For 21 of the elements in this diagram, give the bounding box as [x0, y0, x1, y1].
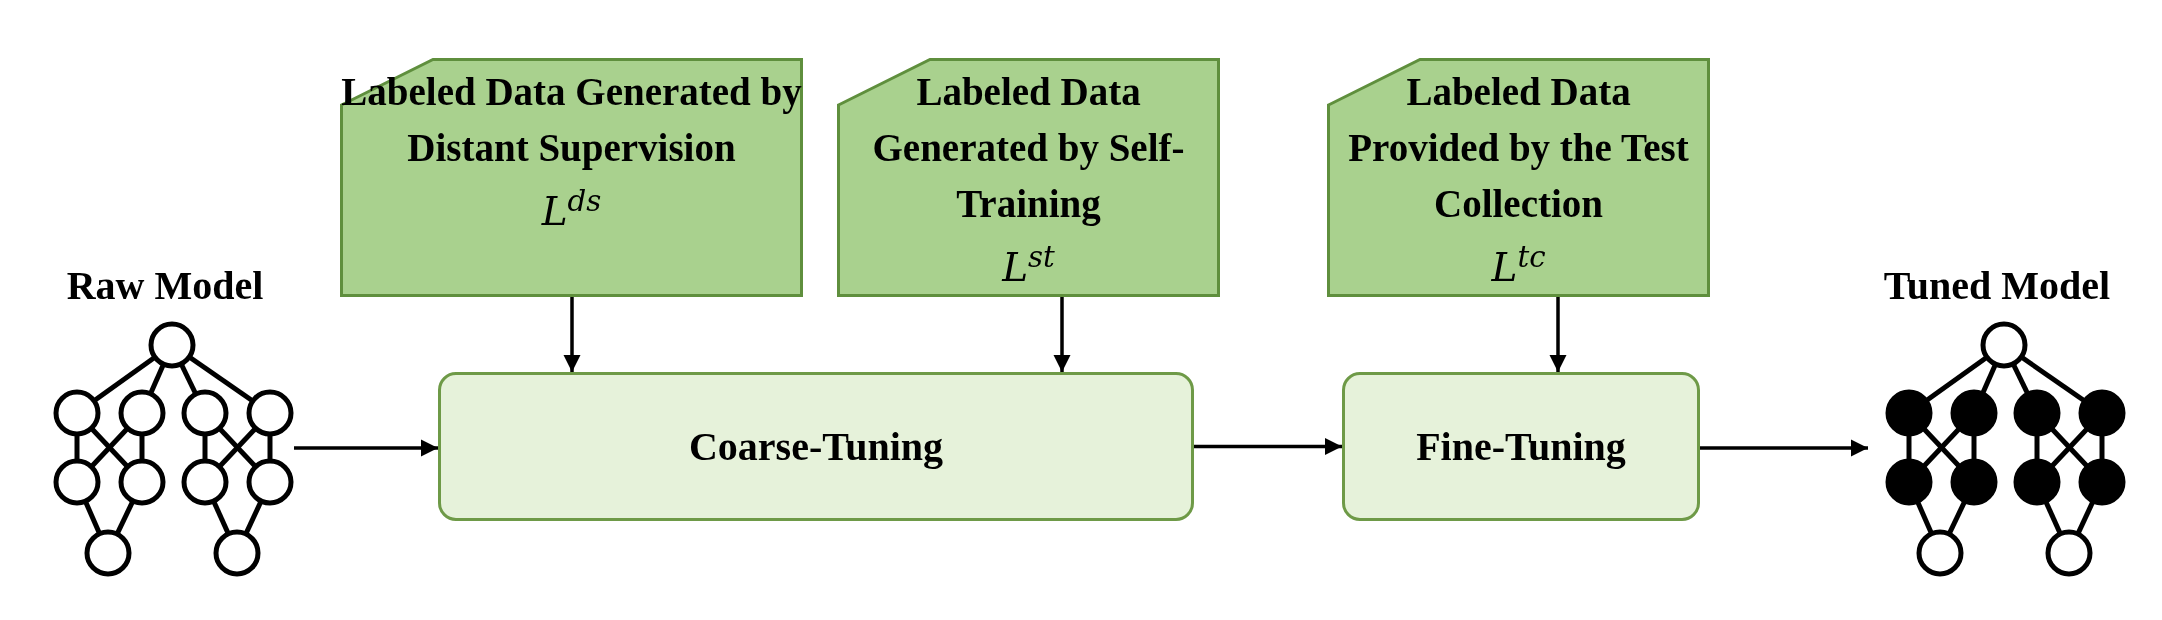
math-symbol: L$^{tc}$	[1491, 239, 1546, 292]
process-label: Coarse-Tuning	[688, 423, 944, 470]
arrow	[1053, 297, 1071, 372]
process-box	[438, 372, 1194, 521]
data-card	[837, 58, 1220, 297]
process-label: Fine-Tuning	[1416, 423, 1626, 470]
process-box	[1342, 372, 1700, 521]
card-title: Labeled Data Provided by the Test Collection	[1347, 69, 1690, 227]
math-symbol: L$^{st}$	[1002, 239, 1055, 292]
arrow	[294, 439, 438, 457]
data-card	[1327, 58, 1710, 297]
model-label: Tuned Model	[1882, 262, 2112, 310]
model-label: Raw Model	[65, 262, 265, 310]
math-symbol: L$^{ds}$	[541, 183, 602, 236]
card-title: Labeled Data Generated by Distant Supervision	[340, 69, 803, 172]
arrow	[1194, 437, 1342, 456]
arrow	[1549, 297, 1567, 372]
arrow	[1700, 439, 1868, 457]
card-title: Labeled Data Generated by Self-Training	[871, 69, 1186, 228]
data-card	[340, 58, 803, 297]
arrow	[563, 297, 581, 372]
